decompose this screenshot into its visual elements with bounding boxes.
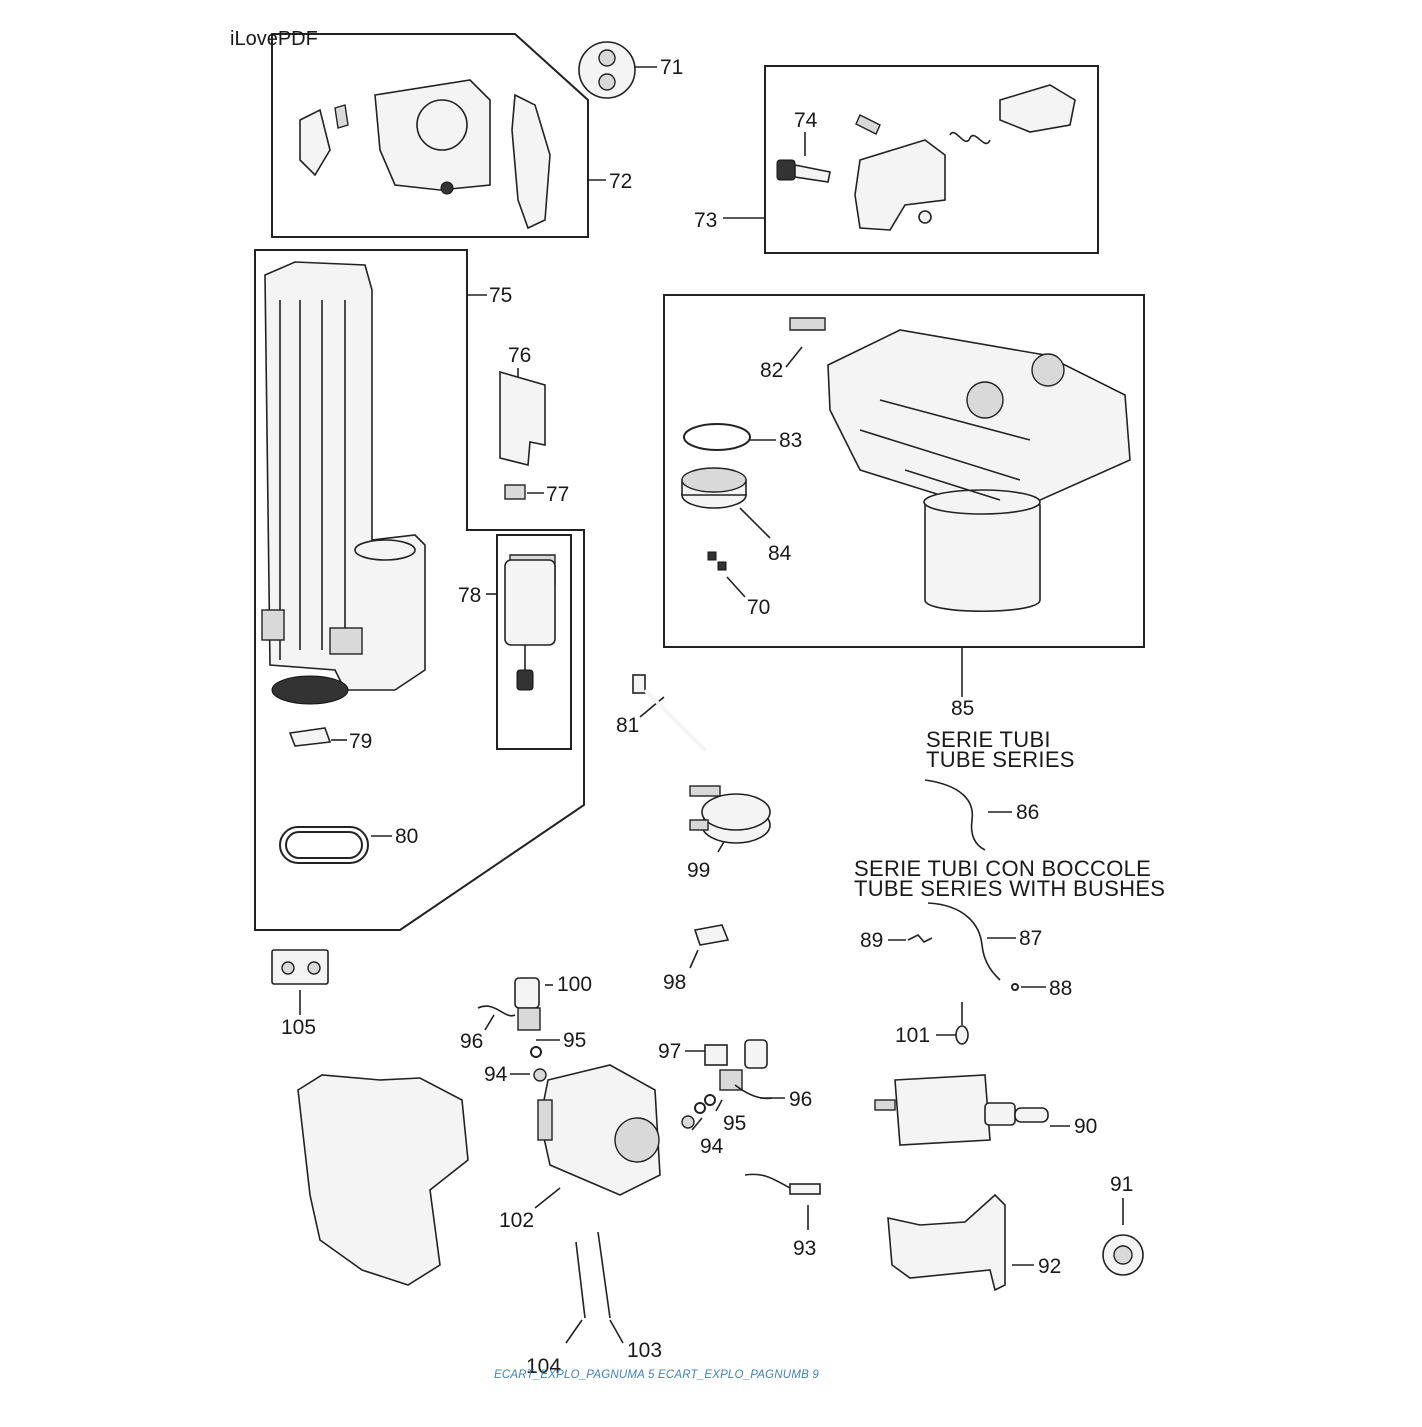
part-97-valve (704, 1039, 768, 1091)
part-98-connector (693, 924, 730, 946)
part-86-tube (924, 779, 986, 851)
part-96a-clip (477, 1005, 516, 1017)
callout-91: 91 (1110, 1173, 1134, 1196)
footer-reference: ECART_EXPLO_PAGNUMA 5 ECART_EXPLO_PAGNUM… (494, 1369, 819, 1381)
part-94a-seal (533, 1068, 547, 1082)
watermark-text: iLovePDF (230, 28, 318, 50)
callout-85: 85 (951, 697, 975, 720)
part-101-fuse (955, 1002, 969, 1045)
group-85-outline (663, 294, 1145, 648)
callout-87: 87 (1019, 927, 1043, 950)
callout-77: 77 (546, 483, 570, 506)
part-78-motor (504, 554, 556, 691)
callout-86: 86 (1016, 801, 1040, 824)
callout-71: 71 (660, 56, 684, 79)
callout-95b: 95 (723, 1112, 747, 1135)
water-tank (297, 1074, 469, 1286)
tube-series-bushes-title-it: SERIE TUBI CON BOCCOLE (854, 856, 1152, 881)
callout-93: 93 (793, 1237, 817, 1260)
part-70-screws (707, 551, 727, 571)
part-87-tube (927, 902, 1001, 981)
part-91-knob (1102, 1234, 1144, 1276)
callout-99: 99 (687, 859, 711, 882)
callout-70: 70 (747, 596, 771, 619)
tube-series-title-it: SERIE TUBI (926, 727, 1051, 752)
group-72-outline (271, 33, 589, 238)
part-75-assembly (261, 261, 426, 705)
callout-88: 88 (1049, 977, 1073, 1000)
callout-97: 97 (658, 1040, 682, 1063)
part-99-flowmeter (689, 785, 771, 844)
part-102-boiler (537, 1064, 661, 1196)
callout-72: 72 (609, 170, 633, 193)
part-72-parts (299, 79, 551, 230)
part-93-probe (744, 1173, 821, 1195)
callout-102: 102 (499, 1209, 535, 1232)
part-96b-clip (734, 1084, 773, 1100)
part-90-pump (874, 1074, 1049, 1146)
callout-92: 92 (1038, 1255, 1062, 1278)
group-78-outline (496, 534, 572, 750)
part-77-clip (504, 484, 526, 500)
part-73-parts (776, 84, 1076, 231)
callout-94a: 94 (484, 1063, 508, 1086)
callout-73: 73 (694, 209, 718, 232)
callout-98: 98 (663, 971, 687, 994)
callout-78: 78 (458, 584, 482, 607)
part-79-plate (288, 727, 332, 747)
callout-105: 105 (281, 1016, 317, 1039)
callout-90: 90 (1074, 1115, 1098, 1138)
callout-84: 84 (768, 542, 792, 565)
part-85-infuser (827, 329, 1131, 612)
part-89-clip (907, 934, 933, 943)
group-73-outline (764, 65, 1099, 254)
tube-series-bushes-title-en: TUBE SERIES WITH BUSHES (854, 876, 1166, 901)
part-82-switch (789, 317, 826, 331)
tube-series-title-en: TUBE SERIES (926, 747, 1075, 772)
callout-95a: 95 (563, 1029, 587, 1052)
callout-80: 80 (395, 825, 419, 848)
callout-101: 101 (895, 1024, 931, 1047)
part-95a-seal (530, 1046, 542, 1058)
callout-82: 82 (760, 359, 784, 382)
callout-100: 100 (557, 973, 593, 996)
part-92-bracket (887, 1193, 1006, 1292)
part-100-valve (514, 977, 541, 1031)
part-84-filter (681, 467, 747, 509)
part-81-pin (632, 674, 707, 752)
callout-103: 103 (627, 1339, 663, 1362)
part-104-tube (575, 1241, 586, 1319)
callout-96b: 96 (789, 1088, 813, 1111)
callout-74: 74 (794, 109, 818, 132)
callout-89: 89 (860, 929, 884, 952)
callout-81: 81 (616, 714, 640, 737)
part-105-bracket (271, 949, 329, 985)
callout-79: 79 (349, 730, 373, 753)
part-83-seal (683, 423, 751, 451)
part-71-disc (578, 41, 636, 99)
part-88-bush (1011, 983, 1019, 991)
callout-83: 83 (779, 429, 803, 452)
part-80-belt (279, 826, 369, 864)
part-103-tube (597, 1231, 611, 1319)
callout-96a: 96 (460, 1030, 484, 1053)
part-95b-seals (694, 1094, 716, 1114)
callout-104: 104 (526, 1355, 562, 1378)
callout-76: 76 (508, 344, 532, 367)
part-94b-seal (681, 1115, 695, 1129)
callout-75: 75 (489, 284, 513, 307)
part-76-label (499, 370, 546, 467)
callout-94b: 94 (700, 1135, 724, 1158)
group-75-outline (254, 249, 585, 931)
